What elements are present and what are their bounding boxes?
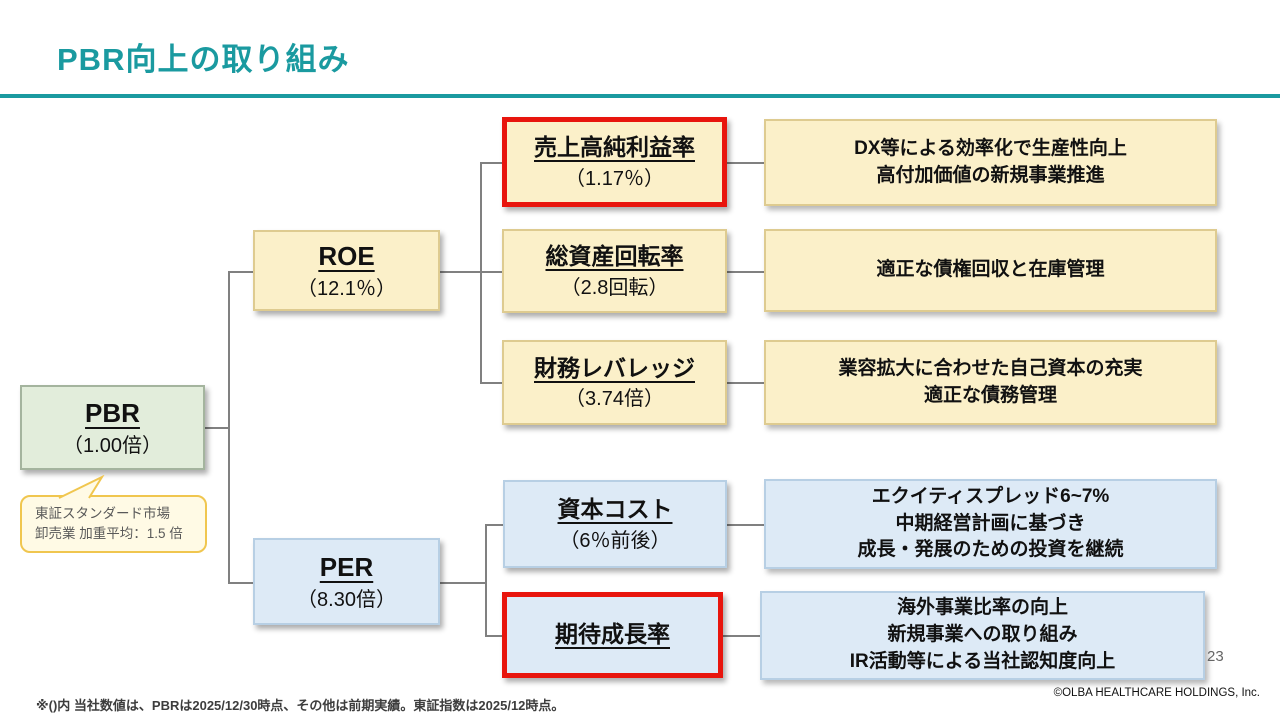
desc-line: 業容拡大に合わせた自己資本の充実 bbox=[838, 357, 1143, 379]
connector-to-roe bbox=[228, 271, 253, 273]
desc-line: 高付加価値の新規事業推進 bbox=[876, 164, 1105, 186]
page-title: PBR向上の取り組み bbox=[57, 42, 350, 77]
desc-net-profit-margin: DX等による効率化で生産性向上 高付加価値の新規事業推進 bbox=[764, 119, 1217, 206]
pbr-value: （1.00倍） bbox=[63, 435, 162, 458]
net-profit-margin-node-highlighted: 売上高純利益率 （1.17％） bbox=[502, 117, 727, 207]
expected-growth-node-highlighted: 期待成長率 bbox=[502, 592, 723, 678]
connector-pbr-out bbox=[205, 427, 228, 429]
connector-to-cost-of-capital bbox=[485, 524, 503, 526]
desc-line: エクイティスプレッド6~7% bbox=[871, 485, 1110, 507]
desc-line: DX等による効率化で生産性向上 bbox=[854, 137, 1127, 159]
connector-roe-branch-vertical bbox=[480, 162, 482, 382]
copyright-notice: ©OLBA HEALTHCARE HOLDINGS, Inc. bbox=[1053, 687, 1260, 699]
connector-to-expected-growth bbox=[485, 635, 502, 637]
per-node: PER （8.30倍） bbox=[253, 538, 440, 625]
footnote: ※()内 当社数値は、PBRは2025/12/30時点、その他は前期実績。東証指… bbox=[36, 698, 565, 713]
callout-line-2: 卸売業 加重平均：1.5 倍 bbox=[35, 526, 183, 541]
financial-leverage-value: （3.74倍） bbox=[565, 388, 664, 411]
connector-roe-out bbox=[440, 271, 502, 273]
cost-of-capital-value: （6％前後） bbox=[559, 529, 671, 552]
connector-npm-to-desc bbox=[727, 162, 764, 164]
connector-to-net-profit-margin bbox=[480, 162, 502, 164]
desc-asset-turnover: 適正な債権回収と在庫管理 bbox=[764, 229, 1217, 312]
asset-turnover-label: 総資産回転率 bbox=[545, 243, 684, 270]
pbr-node: PBR （1.00倍） bbox=[20, 385, 205, 470]
connector-to-per bbox=[228, 582, 253, 584]
cost-of-capital-node: 資本コスト （6％前後） bbox=[503, 480, 727, 568]
title-underline-rule bbox=[0, 94, 1280, 98]
roe-value: （12.1％） bbox=[297, 278, 396, 301]
callout-tail bbox=[58, 475, 105, 499]
connector-per-branch-vertical bbox=[485, 524, 487, 635]
pbr-label: PBR bbox=[85, 397, 140, 428]
net-profit-margin-label: 売上高純利益率 bbox=[534, 134, 695, 161]
connector-turnover-to-desc bbox=[727, 271, 764, 273]
connector-growth-to-desc bbox=[723, 635, 760, 637]
asset-turnover-value: （2.8回転） bbox=[560, 276, 669, 299]
roe-label: ROE bbox=[318, 240, 375, 271]
connector-per-out bbox=[440, 582, 485, 584]
desc-expected-growth: 海外事業比率の向上 新規事業への取り組み IR活動等による当社認知度向上 bbox=[760, 591, 1205, 680]
desc-line: 適正な債権回収と在庫管理 bbox=[876, 259, 1105, 281]
connector-leverage-to-desc bbox=[727, 382, 764, 384]
net-profit-margin-value: （1.17％） bbox=[565, 167, 664, 190]
desc-line: 海外事業比率の向上 bbox=[896, 597, 1068, 619]
asset-turnover-node: 総資産回転率 （2.8回転） bbox=[502, 229, 727, 313]
cost-of-capital-label: 資本コスト bbox=[557, 496, 673, 523]
connector-pbr-branch-vertical bbox=[228, 271, 230, 583]
per-label: PER bbox=[319, 551, 374, 582]
connector-to-financial-leverage bbox=[480, 382, 502, 384]
connector-capital-to-desc bbox=[727, 524, 764, 526]
desc-line: 中期経営計画に基づき bbox=[895, 512, 1086, 534]
desc-line: IR活動等による当社認知度向上 bbox=[849, 650, 1116, 672]
desc-financial-leverage: 業容拡大に合わせた自己資本の充実 適正な債務管理 bbox=[764, 340, 1217, 425]
desc-cost-of-capital: エクイティスプレッド6~7% 中期経営計画に基づき 成長・発展のための投資を継続 bbox=[764, 479, 1217, 569]
desc-line: 適正な債務管理 bbox=[923, 384, 1057, 406]
expected-growth-label: 期待成長率 bbox=[555, 621, 670, 648]
roe-node: ROE （12.1％） bbox=[253, 230, 440, 311]
page-number: 23 bbox=[1207, 648, 1224, 665]
desc-line: 新規事業への取り組み bbox=[887, 624, 1078, 646]
financial-leverage-label: 財務レバレッジ bbox=[534, 354, 695, 381]
tse-benchmark-callout: 東証スタンダード市場 卸売業 加重平均：1.5 倍 bbox=[20, 475, 207, 553]
callout-line-1: 東証スタンダード市場 bbox=[35, 505, 170, 521]
per-value: （8.30倍） bbox=[297, 589, 396, 612]
desc-line: 成長・発展のための投資を継続 bbox=[857, 539, 1124, 561]
financial-leverage-node: 財務レバレッジ （3.74倍） bbox=[502, 340, 727, 425]
